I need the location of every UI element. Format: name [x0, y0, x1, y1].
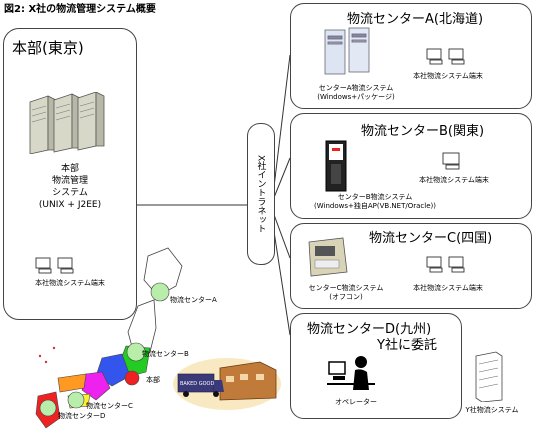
center-a-system-line: センターA物流システム: [318, 84, 394, 92]
center-b-system-label: センターB物流システム (Windows+独自AP(VB.NET/Oracle)…: [291, 193, 459, 211]
center-b-terminal-label: 本社物流システム端末: [419, 176, 489, 184]
center-c-system-line: センターC物流システム: [308, 284, 384, 292]
center-c-box: 物流センターC(四国) センターC物流システム (オフコン) 本社物流システム端…: [290, 223, 532, 309]
pc-server-icon: [324, 27, 370, 75]
japan-map: [35, 247, 183, 429]
center-b-system-line: (Windows+独自AP(VB.NET/Oracle)): [314, 202, 436, 210]
hq-system-line: (UNIX + J2EE): [38, 200, 102, 210]
intranet-oval: X社イントラネット: [247, 123, 275, 265]
hq-system-line: システム: [52, 188, 88, 198]
figure-title: 図2: X社の物流管理システム概要: [4, 4, 156, 15]
terminal-icon: [442, 152, 460, 170]
center-a-system-label: センターA物流システム (Windows+パッケージ): [291, 84, 421, 102]
center-c-title: 物流センターC(四国): [369, 231, 493, 246]
hq-system-line: 物流管理: [51, 176, 88, 186]
map-label-center-c: 物流センターC: [86, 402, 133, 410]
office-computer-icon: [308, 237, 348, 277]
operator-icon: [327, 356, 375, 390]
center-c-terminal-label: 本社物流システム端末: [413, 284, 483, 292]
center-a-box: 物流センターA(北海道) センターA物流システム (Windows+パッケージ)…: [290, 3, 532, 109]
y-system-label: Y社物流システム: [465, 406, 519, 414]
hq-system-label: 本部 物流管理 システム (UNIX + J2EE): [4, 163, 136, 211]
center-b-title: 物流センターB(関東): [361, 124, 485, 139]
y-system-rack-icon: [475, 351, 503, 402]
server-rack-icon: [29, 92, 105, 154]
terminal-icon: [426, 48, 465, 65]
hq-title: 本部(東京): [12, 39, 84, 57]
map-label-center-a: 物流センターA: [170, 296, 217, 304]
center-a-terminal-label: 本社物流システム端末: [413, 72, 483, 80]
map-label-hq: 本部: [146, 376, 160, 384]
server-tower-icon: [325, 140, 347, 192]
truck-text: BAKED GOODS: [180, 381, 218, 387]
hq-terminal-label: 本社物流システム端末: [35, 279, 105, 287]
center-b-box: 物流センターB(関東) センターB物流システム (Windows+独自AP(VB…: [290, 113, 532, 219]
center-d-subtitle: Y社に委託: [377, 338, 437, 353]
center-a-title: 物流センターA(北海道): [347, 12, 484, 27]
truck-warehouse-illustration: BAKED GOODS: [173, 358, 281, 410]
map-label-center-d: 物流センターD: [58, 412, 106, 420]
terminal-icon: [426, 256, 465, 273]
center-d-title: 物流センターD(九州): [307, 322, 432, 337]
center-a-system-line: (Windows+パッケージ): [317, 93, 395, 101]
center-c-system-line: (オフコン): [329, 293, 363, 301]
hq-system-line: 本部: [60, 164, 79, 174]
center-b-system-line: センターB物流システム: [337, 193, 413, 201]
map-label-center-b: 物流センターB: [142, 350, 189, 358]
center-c-system-label: センターC物流システム (オフコン): [291, 284, 401, 302]
center-d-box: 物流センターD(九州) Y社に委託 オペレーター: [290, 313, 462, 419]
hq-box: 本部(東京) 本部 物流管理 システム (UNIX + J2EE) 本社物流シス…: [3, 28, 137, 320]
operator-label: オペレーター: [335, 398, 377, 406]
terminal-icon: [35, 257, 74, 274]
